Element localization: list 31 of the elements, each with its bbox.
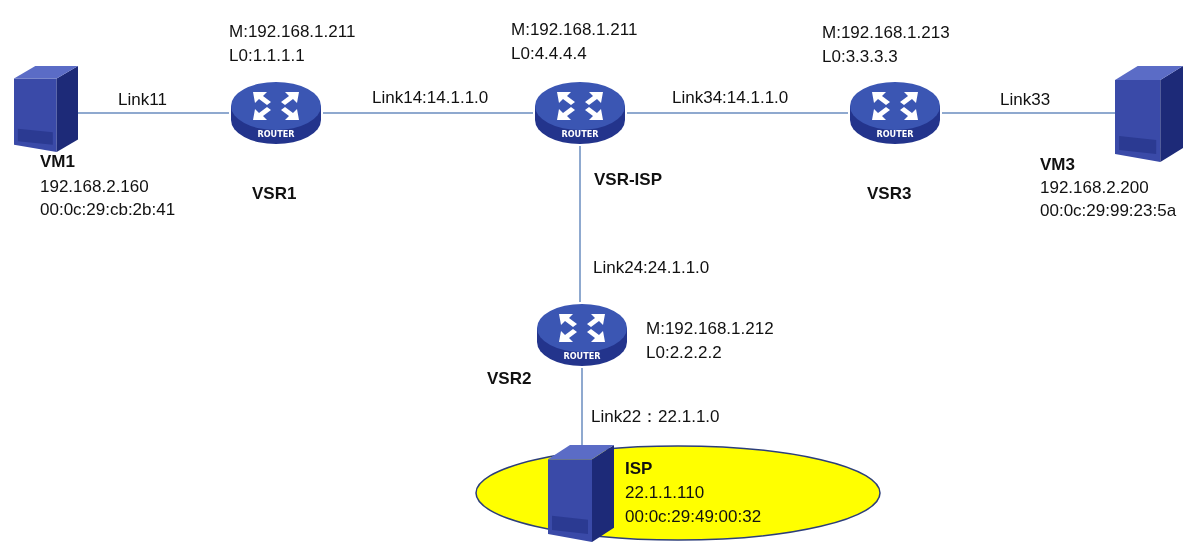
address-text: L0:2.2.2.2 bbox=[646, 343, 722, 363]
address-text: 192.168.2.200 bbox=[1040, 178, 1149, 198]
address-text: 00:0c:29:cb:2b:41 bbox=[40, 200, 176, 220]
address-text: 192.168.2.160 bbox=[40, 177, 149, 197]
link-line bbox=[579, 145, 581, 303]
device-name: VSR-ISP bbox=[594, 170, 663, 190]
address-text: L0:1.1.1.1 bbox=[229, 46, 305, 66]
device-name: VSR2 bbox=[487, 369, 532, 389]
device-name: VSR1 bbox=[252, 184, 297, 204]
link-line bbox=[322, 112, 534, 114]
link-line bbox=[581, 367, 583, 446]
device-name: VM3 bbox=[1040, 155, 1075, 175]
address-text: M:192.168.1.211 bbox=[229, 22, 356, 42]
address-text: L0:4.4.4.4 bbox=[511, 44, 587, 64]
address-text: 22.1.1.110 bbox=[625, 483, 705, 503]
link-line bbox=[941, 112, 1116, 114]
network-ellipse bbox=[475, 445, 881, 541]
device-name: VSR3 bbox=[867, 184, 912, 204]
address-text: 00:0c:29:99:23:5a bbox=[1040, 201, 1177, 221]
address-text: M:192.168.1.211 bbox=[511, 20, 638, 40]
link-line bbox=[626, 112, 849, 114]
address-text: L0:3.3.3.3 bbox=[822, 47, 898, 67]
server-icon bbox=[1115, 66, 1183, 162]
link-line bbox=[77, 112, 230, 114]
address-text: M:192.168.1.212 bbox=[646, 319, 774, 339]
server-icon bbox=[548, 445, 614, 542]
address-text: 00:0c:29:49:00:32 bbox=[625, 507, 762, 527]
device-name: VM1 bbox=[40, 152, 75, 172]
address-text: M:192.168.1.213 bbox=[822, 23, 950, 43]
server-icon bbox=[14, 66, 78, 152]
site-name: ISP bbox=[625, 459, 653, 479]
